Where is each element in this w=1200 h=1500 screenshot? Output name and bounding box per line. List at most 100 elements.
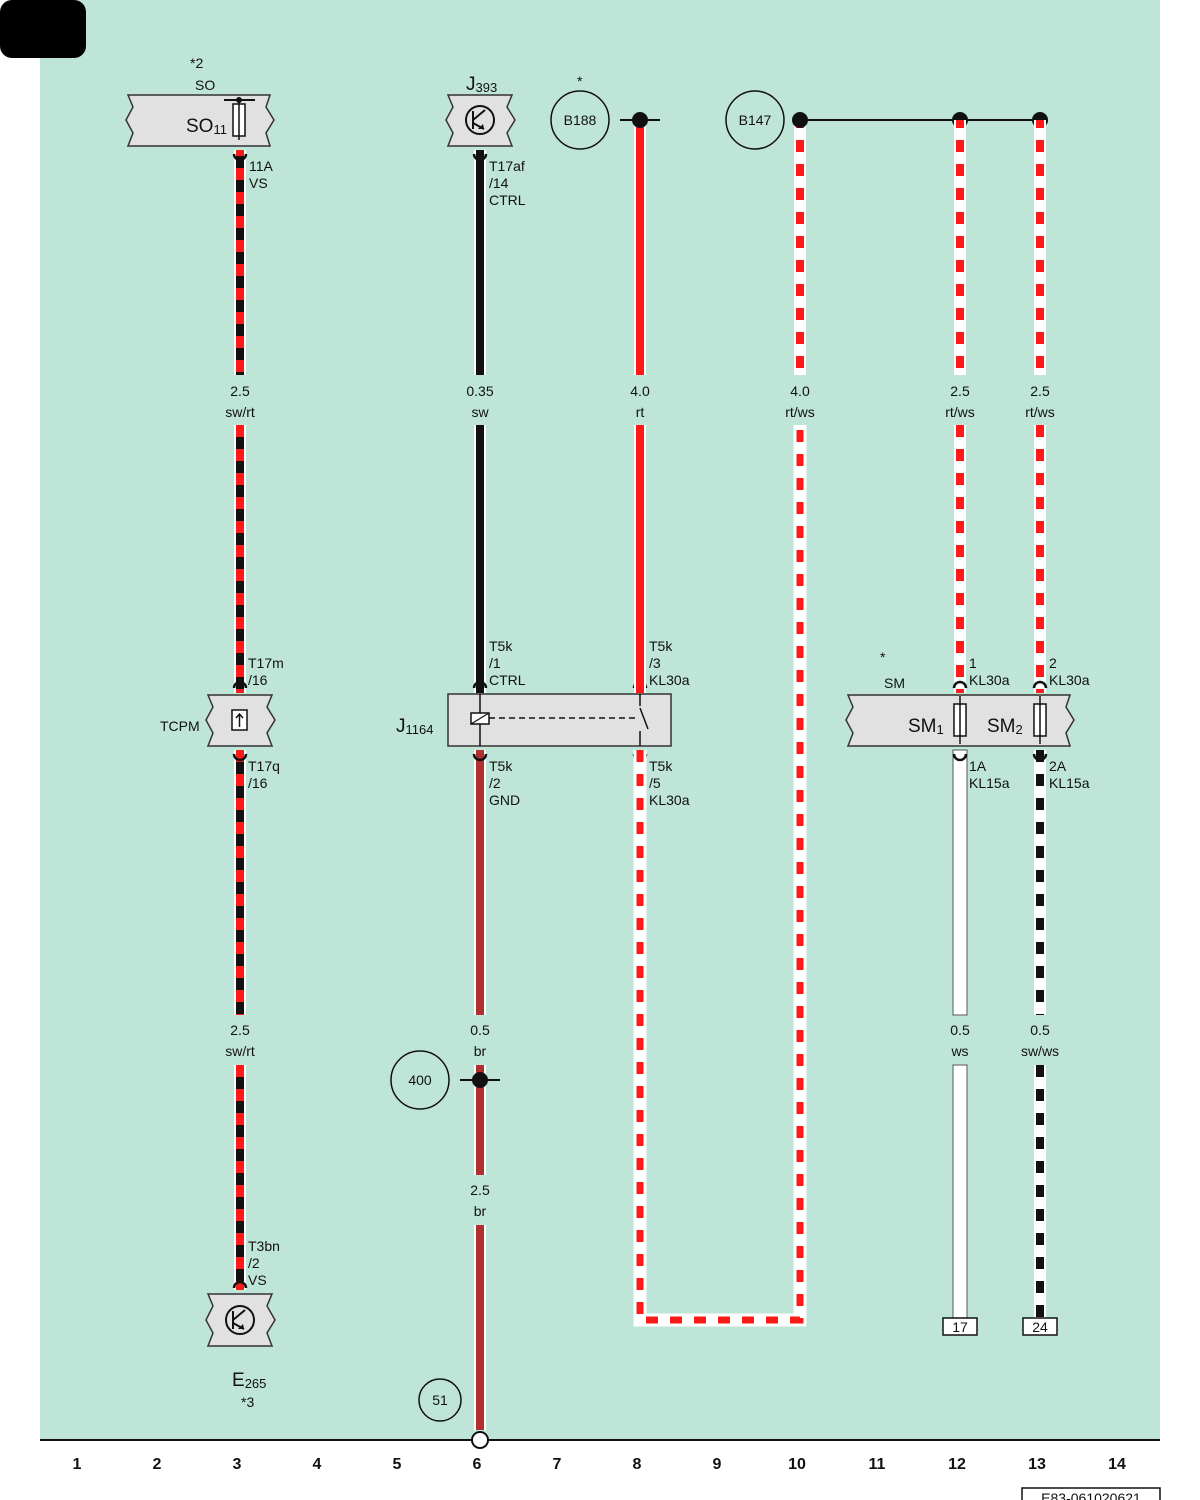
sm-group-label: SM xyxy=(884,675,905,691)
sm-note: * xyxy=(880,649,886,665)
sm1-sub: 1 xyxy=(937,722,944,737)
so-group-label: SO xyxy=(195,77,215,93)
tcpm-out-pin-1: T17q xyxy=(248,758,280,774)
wire-col3-mid xyxy=(234,425,246,693)
b147-label: B147 xyxy=(739,112,772,128)
e265-note: *3 xyxy=(241,1394,254,1410)
svg-text:J1164: J1164 xyxy=(396,716,433,737)
w3-lower-size: 2.5 xyxy=(230,1022,250,1038)
e265-sub: 265 xyxy=(245,1376,267,1391)
j1164-p5-1: T5k xyxy=(649,758,673,774)
w6-upper-size: 0.35 xyxy=(466,383,493,399)
svg-text:J393: J393 xyxy=(466,74,497,95)
ref-17-label: 17 xyxy=(952,1319,968,1335)
sm1-name: SM xyxy=(908,716,937,737)
wire-col10-upper xyxy=(794,120,806,375)
sm1-out-pin-2: KL15a xyxy=(969,775,1010,791)
w6-lower-size: 2.5 xyxy=(470,1182,490,1198)
column-number: 7 xyxy=(553,1456,562,1473)
junction-dot xyxy=(472,1072,488,1088)
wire-col13-lower xyxy=(1034,750,1046,1015)
so11-sub: 11 xyxy=(213,122,227,137)
column-number: 4 xyxy=(313,1456,322,1473)
terminal-circle xyxy=(471,1431,489,1449)
svg-text:SM2: SM2 xyxy=(987,716,1023,737)
column-number: 9 xyxy=(713,1456,722,1473)
column-number: 3 xyxy=(233,1456,242,1473)
w12-lower-size: 0.5 xyxy=(950,1022,970,1038)
e265-pin-1: T3bn xyxy=(248,1238,280,1254)
column-number: 13 xyxy=(1028,1456,1046,1473)
wire-col6-mid xyxy=(474,425,486,693)
so-pin-2: VS xyxy=(249,175,268,191)
j1164-sub: 1164 xyxy=(406,722,434,737)
tcpm-label: TCPM xyxy=(160,718,200,734)
w10-size: 4.0 xyxy=(790,383,810,399)
w13-upper-size: 2.5 xyxy=(1030,383,1050,399)
node-51-label: 51 xyxy=(432,1392,448,1408)
wire-col8-mid xyxy=(634,425,646,693)
wire-loop-8-10 xyxy=(633,425,807,1327)
e265-component xyxy=(205,1293,276,1347)
j1164-p3-1: T5k xyxy=(649,638,673,654)
j1164-name: J xyxy=(396,716,406,737)
sm1-in-pin-1: 1 xyxy=(969,655,977,671)
wire-col12-bottom xyxy=(952,1064,968,1319)
sm1-in-pin-2: KL30a xyxy=(969,672,1010,688)
tcpm-in-pin-2: /16 xyxy=(248,672,268,688)
page-id-box xyxy=(1021,1487,1161,1500)
b188-circle xyxy=(550,90,610,150)
column-number: 1 xyxy=(73,1456,82,1473)
wire-col3-upper xyxy=(234,150,246,375)
j1164-p2-3: GND xyxy=(489,792,520,808)
column-number: 11 xyxy=(869,1456,886,1473)
j1164-relay xyxy=(447,693,672,747)
j1164-p3-3: KL30a xyxy=(649,672,690,688)
b188-label: B188 xyxy=(564,112,597,128)
j1164-p2-2: /2 xyxy=(489,775,501,791)
column-number: 5 xyxy=(393,1456,402,1473)
j1164-p3-2: /3 xyxy=(649,655,661,671)
b188-note: * xyxy=(577,73,583,89)
ref-17-box xyxy=(942,1317,978,1336)
wire-col12-lower xyxy=(952,749,968,1016)
w8-color: rt xyxy=(636,404,645,420)
j1164-p1-1: T5k xyxy=(489,638,513,654)
sm2-out-pin-1: 2A xyxy=(1049,758,1067,774)
wire-col6-bottom xyxy=(474,1225,486,1430)
node-51-circle xyxy=(418,1378,462,1422)
page-id: E83-061020621 xyxy=(1041,1490,1141,1500)
w12-upper-size: 2.5 xyxy=(950,383,970,399)
so-pin-1: 11A xyxy=(249,158,274,174)
j1164-p5-2: /5 xyxy=(649,775,661,791)
junction-dot xyxy=(632,112,648,128)
j393-pin-2: /14 xyxy=(489,175,509,191)
wire-col3-bottom xyxy=(234,1065,246,1290)
w3-lower-color: sw/rt xyxy=(225,1043,255,1059)
w12-upper-color: rt/ws xyxy=(945,404,975,420)
wire-col13-upper xyxy=(1034,120,1046,375)
w6-mid-color: br xyxy=(474,1043,487,1059)
j393-pin-3: CTRL xyxy=(489,192,526,208)
j393-pin-1: T17af xyxy=(489,158,525,174)
sm2-sub: 2 xyxy=(1016,722,1023,737)
w12-lower-color: ws xyxy=(950,1043,968,1059)
so11-name: SO xyxy=(186,116,213,137)
so11-fuse-block: SO11 xyxy=(125,94,275,147)
j1164-p5-3: KL30a xyxy=(649,792,690,808)
svg-text:SM1: SM1 xyxy=(908,716,944,737)
column-number: 6 xyxy=(473,1456,482,1473)
wire-col3-lower xyxy=(234,750,246,1015)
j393-component xyxy=(445,94,516,147)
j393-name: J xyxy=(466,74,476,95)
svg-text:SO11: SO11 xyxy=(186,116,227,137)
column-number: 12 xyxy=(948,1456,966,1473)
w3-upper-color: sw/rt xyxy=(225,404,255,420)
header-tab xyxy=(0,0,86,58)
j1164-p1-2: /1 xyxy=(489,655,501,671)
wire-col6-upper xyxy=(474,150,486,375)
so-note: *2 xyxy=(190,55,203,71)
sm2-in-pin-1: 2 xyxy=(1049,655,1057,671)
w6-lower-color: br xyxy=(474,1203,487,1219)
